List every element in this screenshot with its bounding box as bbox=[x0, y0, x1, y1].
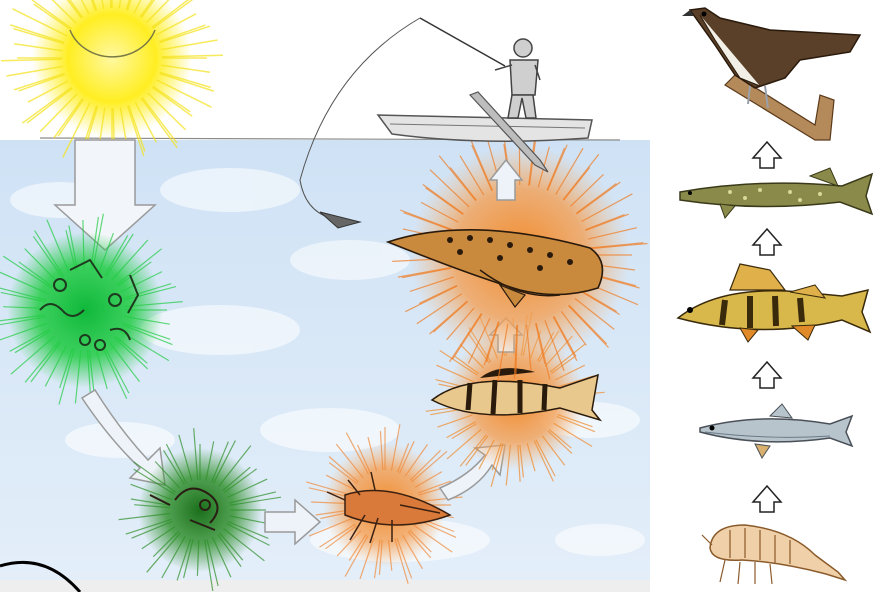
food-chain-panel bbox=[678, 8, 872, 584]
small-fish-right bbox=[700, 404, 852, 458]
ecosystem-panel bbox=[0, 0, 650, 592]
up-arrow-icon bbox=[753, 362, 781, 388]
perch-right bbox=[678, 264, 870, 342]
up-arrow-icon bbox=[753, 142, 781, 168]
osprey-body bbox=[690, 8, 860, 88]
panel-bottom-strip bbox=[0, 580, 650, 592]
branch bbox=[725, 75, 834, 140]
up-arrow-icon bbox=[753, 229, 781, 255]
shrimp-right bbox=[702, 525, 845, 584]
osprey bbox=[682, 8, 860, 140]
up-arrow-icon bbox=[753, 486, 781, 512]
pike-right bbox=[680, 168, 872, 218]
